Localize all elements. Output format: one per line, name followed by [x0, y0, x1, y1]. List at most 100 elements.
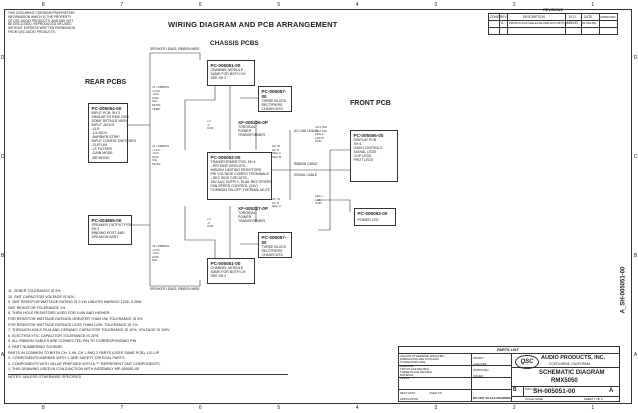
- part-number: PC-005052-00: [210, 154, 241, 160]
- zone-label: C: [633, 154, 638, 161]
- dwg-no-label: DWG NO: [525, 387, 537, 391]
- box-line: TOROIDAL: [238, 211, 256, 215]
- box-line: DISPLAY PCB: [353, 137, 377, 142]
- box-line: POWER: [238, 129, 252, 134]
- channel-module-bottom-box: PC-005051-00 CHANNEL MODULE SAME FOR BOT…: [207, 258, 255, 284]
- proprietary-note: THIS DOCUMENT CONTAINS PROPRIETARY INFOR…: [8, 11, 76, 35]
- part-number: XF-005226-0P: [238, 120, 268, 125]
- zone-label: D: [633, 55, 638, 62]
- transformer-pcb-box: PC-005052-00 TRANSFORMER PCB, SH 4 --PRI…: [207, 152, 272, 200]
- zone-label: 1: [591, 405, 595, 411]
- note-line: 11. ZENER TOLERANCE IS 5%: [8, 289, 61, 293]
- rev-col-eco: ECO: [569, 14, 576, 19]
- page-title: WIRING DIAGRAM AND PCB ARRANGEMENT: [168, 20, 338, 29]
- speaker-output-box: PC-004855-00 SPEAKER OUTPUT PCB SH 3 BIN…: [88, 215, 132, 245]
- signal-cable-label: SIGNAL CABLE: [294, 173, 317, 177]
- front-pcb-heading: FRONT PCB: [350, 100, 391, 107]
- box-line: CLIP LEDS: [353, 153, 372, 158]
- wire-top-module: [150, 52, 201, 60]
- vertical-id-text: A_SH-005051-00: [620, 266, 627, 314]
- note-line: FOR RESISTOR WATTAGE RATINGS GREATER THA…: [8, 316, 143, 321]
- note-line: WITHOUT EXPRESS WRITTEN PERMISSION: [8, 26, 76, 31]
- tb-label: TOLERANCES ARE:: [400, 360, 427, 365]
- zone-label: 6: [198, 2, 202, 8]
- rev-col-approved: APPROVED: [600, 14, 616, 19]
- note-line: 8. THRU HOLE RESISTORS USED FOR 1/4W AND…: [8, 311, 111, 316]
- box-line: COMMON ON-OFF, THERMAL MUTE: [210, 188, 271, 193]
- box-line: SPEAKON ASSY: [91, 234, 119, 239]
- note-line: SMT RESISTOR TOLERANCE 1%: [8, 305, 66, 310]
- box-line: PROT LEDS: [353, 157, 374, 162]
- box-line: SOME DETAILS VARY: [91, 118, 128, 123]
- tb-label: DO NOT SCALE DRAWING: [473, 396, 511, 400]
- input-pcb-box: PC-005054-00 INPUT PCB, SH 3 SIMILAR TO …: [88, 103, 136, 163]
- box-line: TRANSFORMER: [238, 219, 266, 224]
- tb-label: MATERIAL: [400, 373, 414, 378]
- part-number: PC-005051-00: [210, 62, 241, 68]
- box-line: -BR MONO: [91, 155, 110, 160]
- box-line: INPUT PCB, SH 3: [91, 110, 120, 115]
- rev-col-desc: DESCRIPTION: [523, 14, 545, 19]
- rectifier-top-box: PC-005057-00 THREE BLOCK RECTIFIERS CHAS…: [258, 86, 292, 112]
- zone-label: 5: [277, 2, 281, 8]
- box-line: INPUT CONFIG SWITCHES: [91, 139, 136, 144]
- box-line: FAN SPEED CONTROL (24V): [210, 184, 258, 189]
- zone-label: A: [0, 351, 5, 358]
- note-line: 10. SMT CAPACITOR VOLTAGE IS 50V.: [8, 294, 75, 299]
- tb-label: ISSUED: [473, 374, 484, 378]
- zone-label: 5: [277, 405, 281, 411]
- wire-led: [318, 199, 351, 212]
- notes-header: NOTES: UNLESS OTHERWISE SPECIFIED: [8, 373, 288, 381]
- box-line: -GAIN MODE: [91, 151, 113, 156]
- tb-label: CHECKED: [473, 362, 487, 366]
- zone-label: 2: [512, 2, 516, 8]
- part-number: PC-005054-00: [91, 105, 122, 111]
- vertical-drawing-id: A_SH-005051-00: [617, 252, 629, 328]
- box-line: TRANSFORMER: [238, 133, 266, 138]
- box-line: CHASIS MTD: [261, 106, 284, 111]
- note-line: OF QSC AUDIO PRODUCTS, AND MAY NOT: [8, 18, 74, 23]
- box-line: SH 3: [91, 226, 100, 231]
- box-line: THREE BLOCK: [261, 244, 287, 249]
- wire-bot-module: [150, 280, 201, 287]
- rectifier-bottom-box: PC-005057-00 THREE BLOCK RECTIFIERS CHAS…: [258, 232, 292, 258]
- note-line: 6. ELECTROLYTIC CAPACITOR TOLERANCE IS 2…: [8, 333, 99, 338]
- tb-label: APPROVED: [473, 368, 489, 372]
- zone-label: 3: [434, 405, 438, 411]
- note-line: PARTS IN COMMON TO BOTH CH: 1-99, CH 1 A…: [8, 350, 160, 355]
- notes-block: 11. ZENER TOLERANCE IS 5% 10. SMT CAPACI…: [8, 289, 288, 381]
- part-number: PC-004855-00: [91, 217, 122, 223]
- zone-label: A: [633, 351, 638, 358]
- box-line: POWER LED: [357, 217, 379, 222]
- tb-label: UNLESS OTHERWISE SPECIFIED: [400, 354, 445, 358]
- sheet-count: SHEET 1 OF 5: [584, 397, 603, 401]
- part-number: PC-005053-00: [357, 210, 388, 216]
- tb-label: DRAWN: [473, 356, 484, 360]
- pin-block: LED +LED -GND: [315, 194, 324, 206]
- rev-row-date: 96-MM-DD: [582, 21, 597, 25]
- bottom-ribbon-label: SPEAKER LEADS, RIBBON WIRE: [150, 287, 200, 291]
- tb-label: USED ON: [429, 391, 442, 395]
- zone-label: 8: [41, 405, 45, 411]
- rev-row-rev: A: [501, 21, 504, 25]
- rev-col-rev: REV: [500, 14, 507, 19]
- rev-row-eco: MM/DD: [567, 21, 578, 25]
- box-line: POWER: [238, 215, 252, 220]
- box-line: -CLIP LIM: [91, 143, 108, 148]
- rev-col-zone: ZONE: [490, 14, 499, 19]
- model-number: RMX5050: [551, 378, 578, 384]
- box-line: CHANNEL MODULE: [210, 67, 244, 72]
- top-ribbon-label: SPEAKER LEADS, RIBBON WIRE: [150, 47, 200, 51]
- revision-letter: A: [609, 388, 614, 394]
- tb-label: DIMENSIONS ARE IN INCHES: [400, 357, 440, 362]
- signoff-labels: DRAWN CHECKED APPROVED ISSUED: [473, 355, 489, 379]
